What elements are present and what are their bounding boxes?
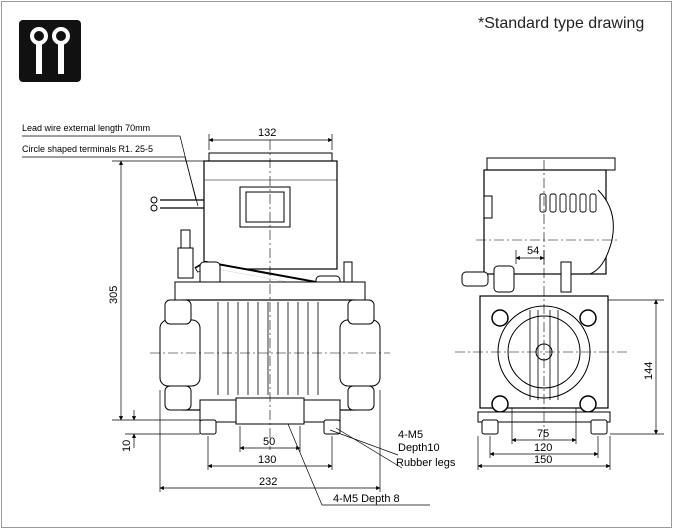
- dim-120: 120: [534, 442, 552, 454]
- dim-50: 50: [263, 436, 275, 448]
- dim-75: 75: [537, 428, 549, 440]
- side-dimensions: [477, 250, 664, 470]
- side-labels: 54 144 75 120 150 4-M5 Depth10 Rubber le…: [396, 245, 655, 469]
- dim-150: 150: [534, 454, 552, 466]
- dim-144: 144: [643, 362, 655, 380]
- m5-depth8-label: 4-M5 Depth 8: [333, 493, 400, 505]
- rubber-legs-label: Rubber legs: [396, 457, 456, 469]
- dim-132: 132: [258, 127, 276, 139]
- dim-130: 130: [258, 454, 276, 466]
- lead-wire-terminal-icon: [19, 20, 81, 82]
- front-labels: Lead wire external length 70mm Circle sh…: [22, 123, 400, 505]
- dim-232: 232: [259, 476, 277, 488]
- front-dimensions: [22, 134, 430, 506]
- side-view: [455, 157, 630, 444]
- terminal-glyph: [30, 27, 70, 74]
- depth10-label: Depth10: [398, 442, 440, 454]
- front-view: [150, 140, 390, 450]
- dim-10: 10: [121, 440, 133, 452]
- lead-wire-label: Lead wire external length 70mm: [22, 123, 150, 133]
- standard-type-note: *Standard type drawing: [478, 15, 645, 32]
- m5-label: 4-M5: [398, 429, 423, 441]
- dim-305: 305: [108, 286, 120, 304]
- dim-54: 54: [527, 245, 539, 257]
- terminals-label: Circle shaped terminals R1. 25-5: [22, 144, 153, 154]
